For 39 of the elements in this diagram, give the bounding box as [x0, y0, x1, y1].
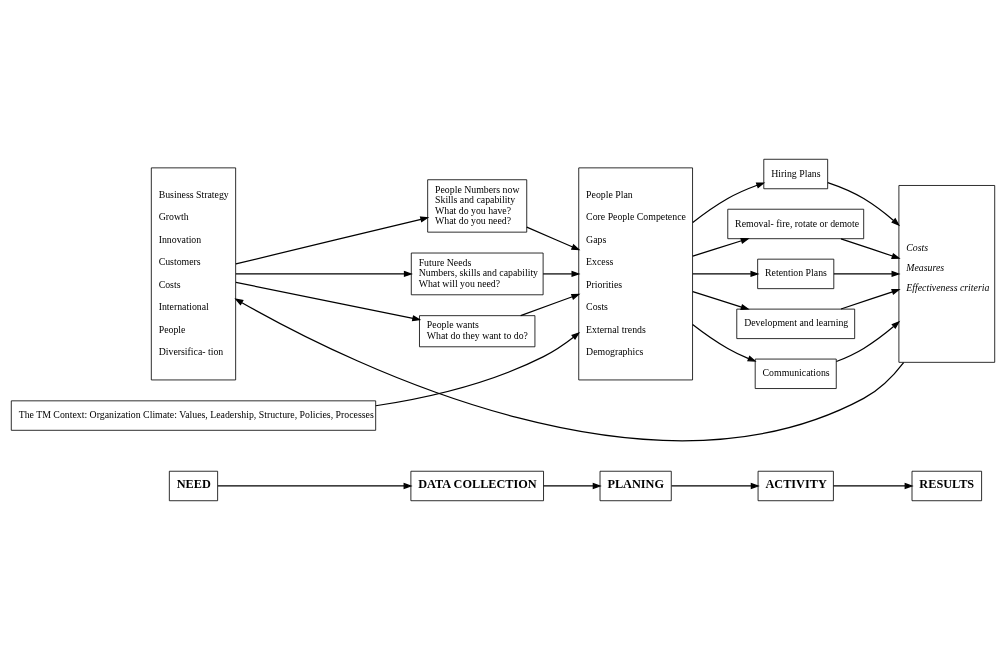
arrow [835, 320, 901, 363]
arrow [543, 482, 602, 490]
arrow [234, 298, 905, 442]
arrow [840, 238, 901, 259]
arrow [235, 216, 430, 265]
node-box: The TM Context: Organization Climate: Values, Leadership, Structure, Policies, Processes [10, 400, 377, 431]
arrow [832, 482, 914, 490]
arrow [542, 270, 581, 278]
arrow [692, 323, 757, 362]
node-box: ACTIVITY [757, 470, 834, 502]
arrow [235, 270, 413, 278]
arrow [692, 270, 760, 278]
arrow [375, 331, 581, 407]
node-box: People Plan Core People Competence Gaps Excess Priorities Costs External trends Demographics [578, 167, 693, 381]
node-box: Future Needs Numbers, skills and capability What will you need? [410, 252, 544, 296]
node-box: RESULTS [911, 470, 982, 502]
arrow [833, 270, 901, 278]
node-box: Costs Measures Effectiveness criteria [898, 185, 996, 363]
node-box: People wants What do they want to do? [419, 315, 536, 348]
arrow [235, 281, 422, 322]
arrow [692, 182, 766, 224]
node-box: Hiring Plans [763, 158, 829, 190]
arrow [692, 237, 750, 257]
arrow [692, 291, 750, 310]
arrow [827, 182, 901, 227]
arrow [526, 226, 581, 251]
node-box: Communications [754, 358, 837, 389]
arrow [671, 482, 760, 490]
node-box: NEED [168, 470, 219, 502]
node-box: DATA COLLECTION [410, 470, 544, 502]
arrow [217, 482, 413, 490]
node-box: Removal- fire, rotate or demote [727, 208, 865, 240]
arrow [840, 288, 901, 310]
node-box: Business Strategy Growth Innovation Customers Costs International People Diversifica- tion [150, 167, 237, 381]
node-box: PLANING [599, 470, 672, 502]
node-box: Development and learning [736, 308, 856, 339]
node-box: People Numbers now Skills and capability What do you have? What do you need? [427, 179, 528, 233]
arrow [520, 293, 581, 317]
node-box: Retention Plans [757, 258, 835, 290]
